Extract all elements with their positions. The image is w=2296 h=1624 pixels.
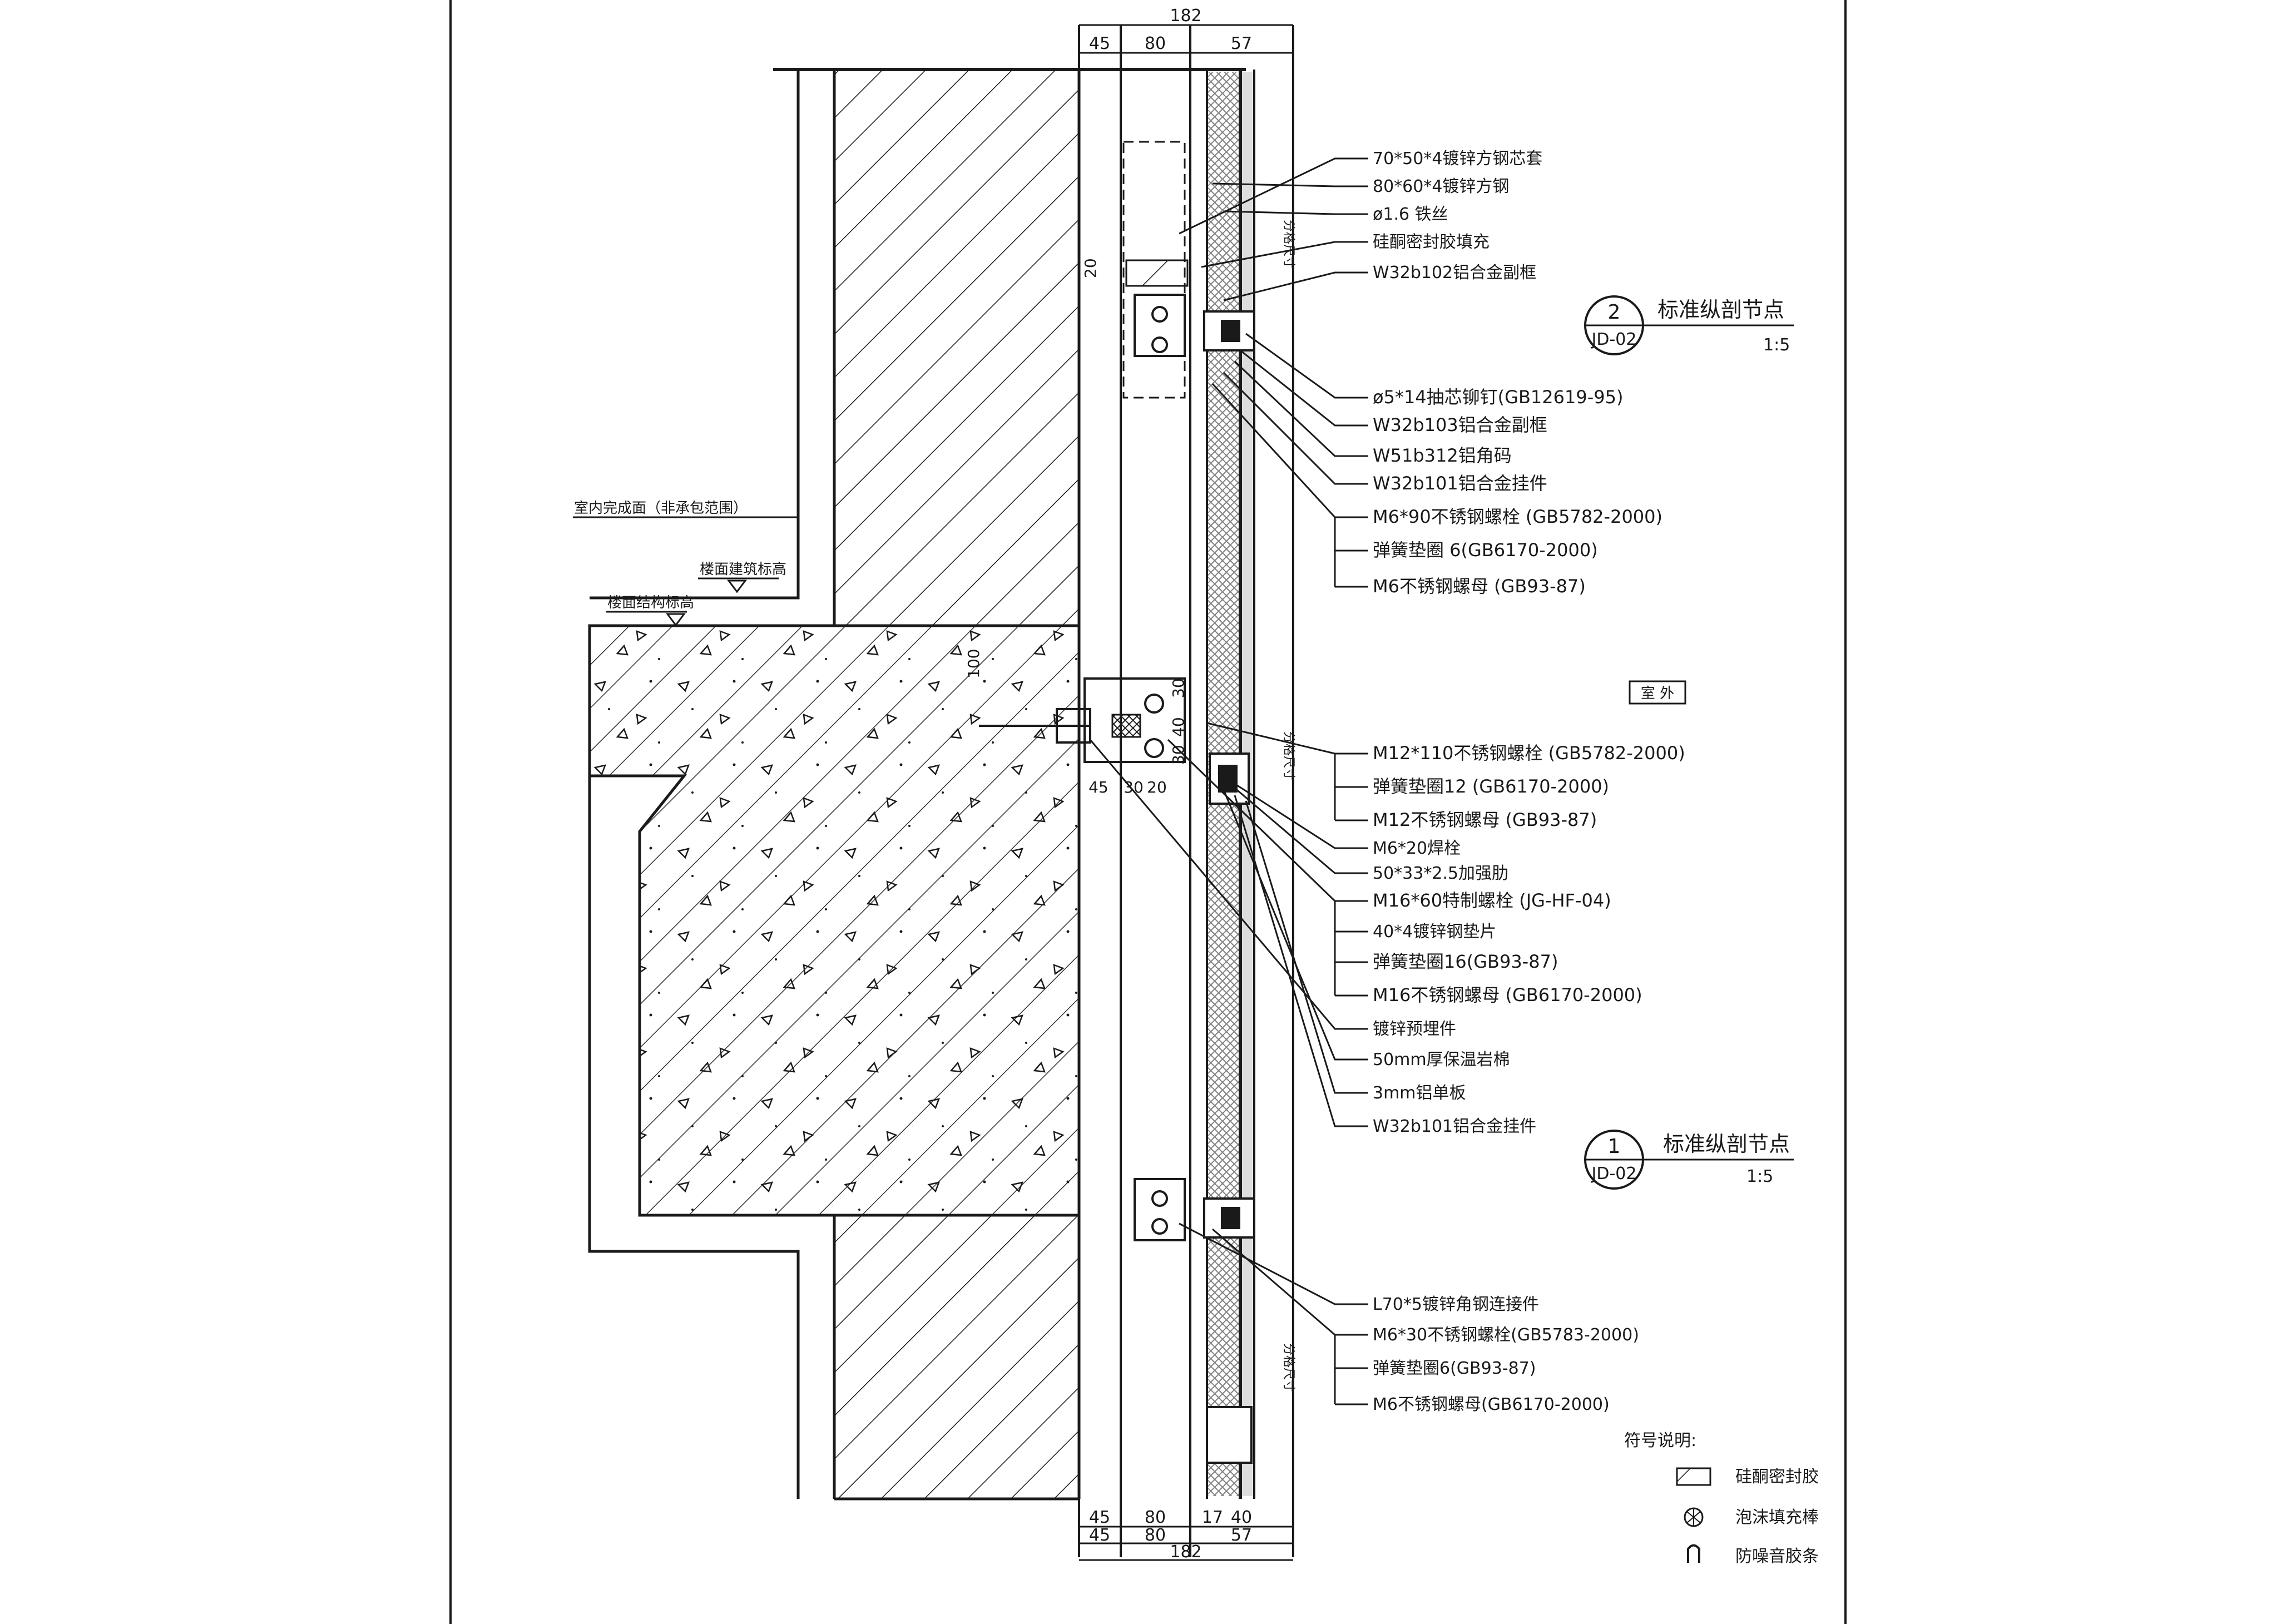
callout-text: ø5*14抽芯铆钉(GB12619-95): [1373, 387, 1623, 408]
callout-text: M6*20焊栓: [1373, 839, 1461, 858]
callout-text: M6不锈钢螺母(GB6170-2000): [1373, 1395, 1610, 1414]
dim-h45: 45: [1088, 778, 1109, 796]
dim-100: 100: [964, 649, 983, 679]
section-number: 1: [1608, 1135, 1621, 1158]
concrete-slab: [588, 624, 1081, 1499]
callout-text: W32b102铝合金副框: [1373, 263, 1536, 283]
bracket-upper: [1125, 259, 1255, 357]
top-dimensions: 182 45 80 57: [1079, 6, 1293, 56]
dim-bottom-r2-seg2: 80: [1145, 1526, 1166, 1545]
dim-20: 20: [1081, 258, 1100, 278]
callouts-group2: ø5*14抽芯铆钉(GB12619-95) W32b103铝合金副框 W51b3…: [1373, 387, 1662, 597]
outdoor-label-box: 室 外: [1629, 680, 1686, 705]
callout-text: 70*50*4镀锌方钢芯套: [1373, 149, 1542, 169]
callout-text: M6*30不锈钢螺栓(GB5783-2000): [1373, 1325, 1639, 1345]
callout-text: M12不锈钢螺母 (GB93-87): [1373, 809, 1597, 830]
legend-title: 符号说明:: [1624, 1431, 1696, 1450]
left-notes: 室内完成面（非承包范围） 楼面建筑标高 楼面结构标高: [573, 500, 798, 627]
callout-text: M6不锈钢螺母 (GB93-87): [1373, 576, 1586, 597]
callouts-group4: L70*5镀锌角钢连接件 M6*30不锈钢螺栓(GB5783-2000) 弹簧垫…: [1373, 1295, 1639, 1414]
dim-top-seg2: 80: [1145, 34, 1166, 53]
legend-label: 硅酮密封胶: [1735, 1467, 1819, 1487]
hatch-icon: [1676, 1467, 1711, 1486]
callout-text: 40*4镀锌钢垫片: [1373, 922, 1496, 942]
sheet-frame: [449, 0, 1847, 1624]
callout-text: ø1.6 铁丝: [1373, 205, 1448, 224]
callout-text: W32b101铝合金挂件: [1373, 473, 1547, 494]
dim-h20: 20: [1147, 778, 1167, 796]
dim-top-seg3: 57: [1231, 34, 1252, 53]
leader-lines: [1089, 157, 1368, 1405]
dim-40: 40: [1169, 717, 1187, 737]
callout-text: 弹簧垫圈6(GB93-87): [1373, 1359, 1536, 1378]
bottom-dimensions: 45 80 17 40 45 80 57 182: [1079, 1508, 1293, 1562]
callout-text: W32b103铝合金副框: [1373, 414, 1547, 435]
callout-text: M12*110不锈钢螺栓 (GB5782-2000): [1373, 742, 1685, 764]
section-title: 标准纵剖节点: [1663, 1132, 1790, 1156]
callout-text: 弹簧垫圈 6(GB6170-2000): [1373, 539, 1598, 561]
callout-text: 硅酮密封胶填充: [1373, 232, 1490, 252]
bracket-lower: [1134, 1178, 1255, 1464]
vertical-notes: 分格尺寸 分格尺寸 分格尺寸: [1281, 220, 1295, 1392]
callout-text: 弹簧垫圈12 (GB6170-2000): [1373, 776, 1609, 797]
callout-text: 镀锌预埋件: [1373, 1019, 1456, 1039]
foam-rod-icon: [1684, 1507, 1704, 1527]
section-number: 2: [1608, 301, 1621, 324]
callout-text: 3mm铝单板: [1373, 1083, 1466, 1103]
legend-label: 泡沫填充棒: [1735, 1508, 1819, 1527]
callout-text: 80*60*4镀锌方钢: [1373, 177, 1509, 196]
gasket-icon: [1687, 1544, 1700, 1563]
section-ref: JD-02: [1591, 1164, 1637, 1184]
callouts-group3: M12*110不锈钢螺栓 (GB5782-2000) 弹簧垫圈12 (GB617…: [1373, 742, 1685, 1136]
note-indoor-finish: 室内完成面（非承包范围）: [574, 500, 748, 517]
section-marker-2: 2 JD-02 标准纵剖节点 1:5: [1584, 295, 1794, 355]
section-title: 标准纵剖节点: [1657, 298, 1784, 322]
legend: 符号说明: 硅酮密封胶 泡沫填充棒 防噪音胶条: [1624, 1431, 1819, 1566]
dim-bottom-r2-seg1: 45: [1089, 1526, 1110, 1545]
callout-text: W51b312铝角码: [1373, 445, 1512, 466]
dim-bottom-r2-seg3: 57: [1231, 1526, 1252, 1545]
section-ref: JD-02: [1591, 330, 1637, 349]
section-scale: 1:5: [1763, 335, 1790, 355]
section-scale: 1:5: [1746, 1167, 1773, 1186]
callout-text: M16*60特制螺栓 (JG-HF-04): [1373, 890, 1611, 911]
outdoor-label: 室 外: [1641, 685, 1674, 702]
callout-text: M16不锈钢螺母 (GB6170-2000): [1373, 984, 1642, 1006]
dim-bottom-r1-seg1: 45: [1089, 1508, 1110, 1527]
dim-h30: 30: [1124, 778, 1144, 796]
legend-label: 防噪音胶条: [1735, 1547, 1819, 1566]
callout-text: 弹簧垫圈16(GB93-87): [1373, 951, 1558, 972]
dim-top-seg1: 45: [1089, 34, 1110, 53]
callout-text: L70*5镀锌角钢连接件: [1373, 1295, 1539, 1314]
dim-top-total: 182: [1170, 6, 1201, 26]
grid-note-2: 分格尺寸: [1281, 731, 1295, 780]
grid-note-3: 分格尺寸: [1281, 1343, 1295, 1392]
callout-text: 50*33*2.5加强肋: [1373, 864, 1508, 883]
callout-text: W32b101铝合金挂件: [1373, 1117, 1536, 1136]
grid-note-1: 分格尺寸: [1281, 220, 1295, 269]
dim-30a: 30: [1169, 678, 1187, 698]
callouts-group1: 70*50*4镀锌方钢芯套 80*60*4镀锌方钢 ø1.6 铁丝 硅酮密封胶填…: [1373, 149, 1542, 283]
section-marker-1: 1 JD-02 标准纵剖节点 1:5: [1584, 1130, 1794, 1190]
dim-bottom-r1-seg4: 40: [1231, 1508, 1252, 1527]
mid-dimensions: 100 30 40 30 45 30 20 20: [964, 258, 1187, 796]
callout-text: M6*90不锈钢螺栓 (GB5782-2000): [1373, 506, 1662, 527]
callout-text: 50mm厚保温岩棉: [1373, 1050, 1510, 1070]
dim-bottom-total: 182: [1170, 1542, 1201, 1562]
note-floor-arch-level: 楼面建筑标高: [700, 561, 786, 578]
steel-frame: [1078, 25, 1294, 1557]
dim-bottom-r1-seg3: 17: [1202, 1508, 1223, 1527]
note-floor-struct-level: 楼面结构标高: [607, 595, 694, 611]
dim-bottom-r1-seg2: 80: [1145, 1508, 1166, 1527]
